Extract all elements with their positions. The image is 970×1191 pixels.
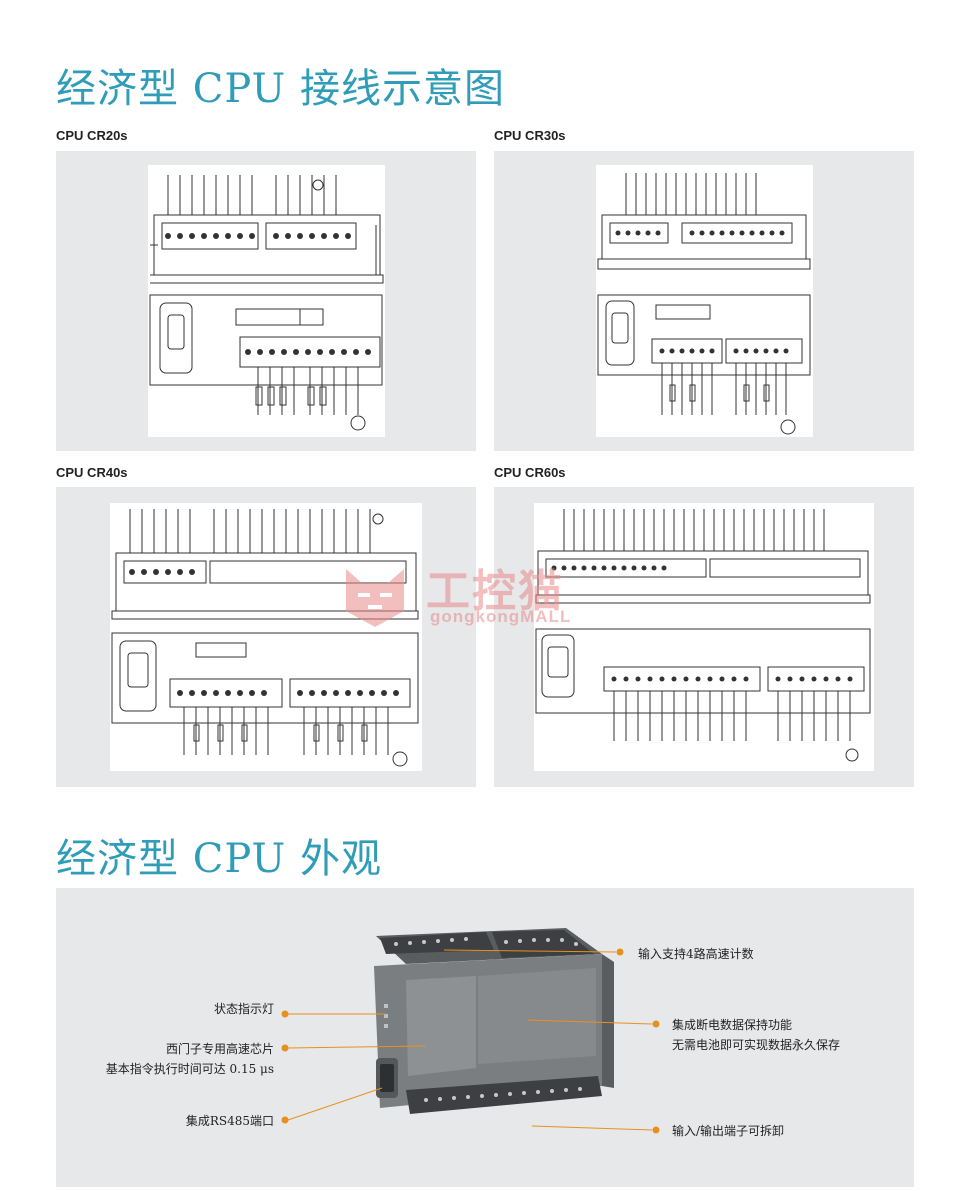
cr20s-label: CPU CR20s	[56, 128, 128, 143]
cat-logo-icon	[346, 569, 404, 627]
callout-high-speed-count: 输入支持4路高速计数	[638, 947, 754, 961]
watermark-zh: 工控猫	[426, 566, 564, 617]
cr40s-panel	[56, 487, 476, 787]
cr40s-label: CPU CR40s	[56, 465, 128, 480]
appearance-panel: 输入支持4路高速计数 状态指示灯 集成断电数据保持功能 无需电池即可实现数据永久…	[56, 888, 914, 1187]
cr30s-label: CPU CR30s	[494, 128, 566, 143]
callout-chip-2: 基本指令执行时间可达 0.15 μs	[105, 1062, 274, 1076]
callout-status-led: 状态指示灯	[213, 1002, 274, 1016]
cr20s-panel	[56, 151, 476, 451]
plc-device-image	[374, 928, 614, 1114]
cr30s-panel	[494, 151, 914, 451]
cr60s-wiring-diagram	[534, 503, 874, 771]
cr60s-label: CPU CR60s	[494, 465, 566, 480]
callout-terminal: 输入/输出端子可拆卸	[672, 1124, 785, 1138]
callout-power-off-retain-2: 无需电池即可实现数据永久保存	[672, 1038, 841, 1052]
watermark: 工控猫 gongkongMALL	[340, 555, 640, 635]
watermark-en: gongkongMALL	[430, 607, 572, 626]
callout-rs485: 集成RS485端口	[185, 1114, 274, 1128]
cr40s-wiring-diagram	[110, 503, 422, 771]
cr60s-panel	[494, 487, 914, 787]
callout-lines	[281, 948, 660, 1134]
callout-power-off-retain-1: 集成断电数据保持功能	[672, 1018, 793, 1032]
wiring-diagram-title: 经济型 CPU 接线示意图	[56, 66, 505, 112]
cr30s-wiring-diagram	[596, 165, 813, 437]
appearance-title: 经济型 CPU 外观	[56, 836, 382, 882]
callout-chip-1: 西门子专用高速芯片	[165, 1042, 274, 1056]
cr20s-wiring-diagram	[148, 165, 385, 437]
